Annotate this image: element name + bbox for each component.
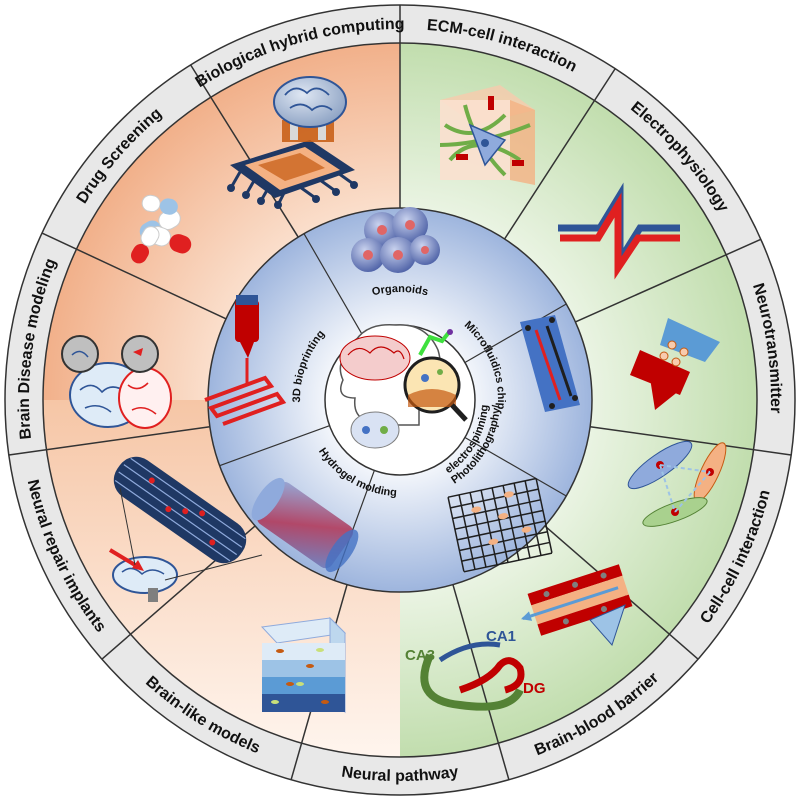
bbb-icon xyxy=(521,564,633,646)
microfluidics-icon xyxy=(520,315,580,412)
electrophysiology-icon xyxy=(558,182,680,280)
grid-icon xyxy=(447,477,553,573)
brain-chip-icon xyxy=(227,76,358,209)
inner-divider xyxy=(464,303,567,364)
ca1-label: CA1 xyxy=(486,628,516,645)
hippocampus-icon xyxy=(420,641,525,711)
cell-cell-icon xyxy=(627,440,727,527)
dg-label: DG xyxy=(523,680,546,697)
sector-divider xyxy=(575,238,762,323)
bioprinter-icon xyxy=(204,295,287,426)
label-organoids: Organoids xyxy=(371,283,430,298)
hydrogel-icon xyxy=(251,477,359,573)
sector-divider xyxy=(590,425,792,456)
inner-divider xyxy=(219,425,330,467)
ca3-label: CA3 xyxy=(405,647,435,664)
magnifier-icon xyxy=(403,329,468,422)
sector-divider xyxy=(8,425,210,456)
ecm-cube-icon xyxy=(439,85,535,185)
label-neural-pathway: Neural pathway xyxy=(340,764,459,785)
diseased-brain-icon xyxy=(61,335,172,429)
sector-divider xyxy=(503,68,616,240)
neurotransmitter-icon xyxy=(630,318,720,410)
sector-divider xyxy=(41,232,227,320)
organoids-icon xyxy=(351,207,440,273)
neural-implant-icon xyxy=(108,456,263,602)
layered-block-icon xyxy=(260,616,347,714)
pills-icon xyxy=(131,194,192,264)
inner-divider xyxy=(464,436,567,497)
green-sector xyxy=(400,43,757,757)
inner-divider xyxy=(303,233,364,336)
sector-divider xyxy=(190,64,299,238)
